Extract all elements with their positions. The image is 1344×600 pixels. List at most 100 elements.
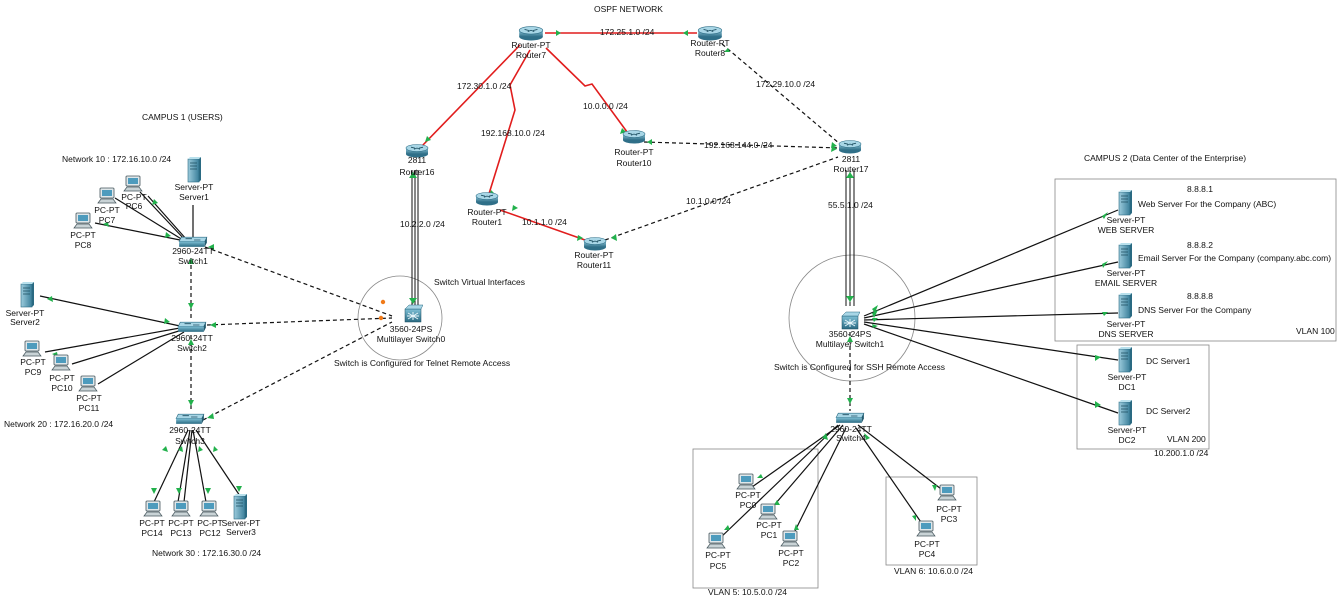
pc3-icon[interactable] [937,484,957,501]
server1-icon[interactable] [187,157,201,183]
pc4-model: PC-PT [914,539,940,549]
router1-icon[interactable] [475,192,499,206]
vlan200-box [1076,344,1210,450]
link-switch2-pc10[interactable] [71,329,183,365]
pc1-model: PC-PT [756,520,782,530]
dns-name: DNS SERVER [1098,329,1153,339]
router17-model: 2811 [842,154,861,164]
server2-icon[interactable] [20,282,34,308]
pc12-model: PC-PT [197,518,223,528]
email-desc: Email Server For the Company (company.ab… [1138,253,1331,263]
mls1-name: Multilayer Switch1 [816,339,885,349]
pc3-name: PC3 [941,514,958,524]
web-ip: 8.8.8.1 [1187,184,1213,194]
dc1-model: Server-PT [1108,372,1147,382]
link-switch4-pc5[interactable] [717,424,839,541]
pc14-icon[interactable] [143,500,163,517]
switch4-icon[interactable] [835,412,865,424]
pc8-model: PC-PT [70,230,96,240]
pc6-name: PC6 [126,201,143,211]
pc10-icon[interactable] [51,354,71,371]
pc6-icon[interactable] [123,175,143,192]
web-server-icon[interactable] [1118,190,1132,216]
web-model: Server-PT [1107,215,1146,225]
router16-name: Router16 [400,167,435,177]
dns-server-icon[interactable] [1118,293,1132,319]
mls0-icon[interactable] [404,304,423,323]
switch2-icon[interactable] [177,321,207,333]
switch3-icon[interactable] [175,413,205,425]
link-r8-r17[interactable] [721,43,841,145]
pc11-icon[interactable] [78,375,98,392]
mls1-model: 3560-24PS [829,329,872,339]
link-r11-r17[interactable] [604,156,839,241]
pc13-icon[interactable] [171,500,191,517]
link-r7-r10[interactable] [545,47,631,137]
link-switch4-pc4[interactable] [855,427,926,529]
router8-model: Router-PT [690,38,729,48]
email-server-icon[interactable] [1118,243,1132,269]
link-switch3-server3[interactable] [195,429,241,497]
mls1-icon[interactable] [841,311,860,330]
link-label-r7-r8: 172.25.1.0 /24 [600,27,655,37]
link-mls1-dns[interactable] [863,312,1119,321]
pc2-icon[interactable] [780,530,800,547]
pc8-name: PC8 [75,240,92,250]
link-r10-r17[interactable] [643,141,841,149]
campus1-title: CAMPUS 1 (USERS) [142,112,223,122]
router10-model: Router-PT [614,147,653,157]
svi-note: Switch Virtual Interfaces [434,277,525,287]
router7-name: Router7 [516,50,547,60]
link-switch3-mls0[interactable] [202,321,393,421]
pc0-icon[interactable] [736,473,756,490]
link-switch4-pc2[interactable] [791,427,847,538]
link-switch4-pc0[interactable] [751,424,841,488]
server3-icon[interactable] [233,494,247,520]
link-r7-r16[interactable] [421,44,521,147]
link-label-r8-r17: 172.29.10.0 /24 [756,79,815,89]
server1-model: Server-PT [175,182,214,192]
link-labels: 172.25.1.0 /24 172.30.1.0 /24 192.168.10… [400,27,873,229]
link-switch2-pc9[interactable] [44,327,181,353]
link-mls1-web[interactable] [863,209,1119,317]
pc5-icon[interactable] [706,532,726,549]
switch4-model: 2960-24TT [830,424,872,434]
link-mls1-email[interactable] [863,261,1119,319]
link-switch4-pc3[interactable] [857,424,946,493]
pc1-icon[interactable] [758,503,778,520]
router7-icon[interactable] [518,26,544,41]
link-r7-r1[interactable] [487,49,531,198]
link-switch2-mls0[interactable] [206,317,393,326]
switch1-model: 2960-24TT [172,246,214,256]
router10-icon[interactable] [622,130,646,144]
link-switch1-pc6[interactable] [139,191,186,241]
pc14-name: PC14 [141,528,163,538]
link-switch1-pc7[interactable] [114,197,184,241]
link-switch3-pc13b[interactable] [183,429,193,503]
net10-label: Network 10 : 172.16.10.0 /24 [62,154,171,164]
router16-model: 2811 [408,155,427,165]
link-switch2-server2[interactable] [39,295,181,327]
pc12-icon[interactable] [199,500,219,517]
link-switch2-pc11[interactable] [97,331,185,385]
pc2-name: PC2 [783,558,800,568]
pc7-icon[interactable] [97,187,117,204]
dc1-server-icon[interactable] [1118,347,1132,373]
router11-icon[interactable] [583,237,607,251]
link-mls1-dc2[interactable] [863,323,1119,414]
dns-ip: 8.8.8.8 [1187,291,1213,301]
link-mls1-dc1[interactable] [863,321,1119,361]
link-switch3-pc14[interactable] [153,429,189,503]
link-r1-r11[interactable] [499,209,586,241]
area-titles: OSPF NETWORK CAMPUS 1 (USERS) CAMPUS 2 (… [142,4,1246,163]
router17-icon[interactable] [838,140,862,154]
vlan100-label: VLAN 100 [1296,326,1335,336]
dc2-server-icon[interactable] [1118,400,1132,426]
link-switch1-mls0[interactable] [204,246,393,317]
router11-model: Router-PT [574,250,613,260]
pc4-icon[interactable] [916,520,936,537]
link-switch3-pc12[interactable] [192,429,207,503]
pc8-icon[interactable] [73,212,93,229]
link-switch4-pc1[interactable] [769,424,844,511]
pc9-icon[interactable] [22,340,42,357]
